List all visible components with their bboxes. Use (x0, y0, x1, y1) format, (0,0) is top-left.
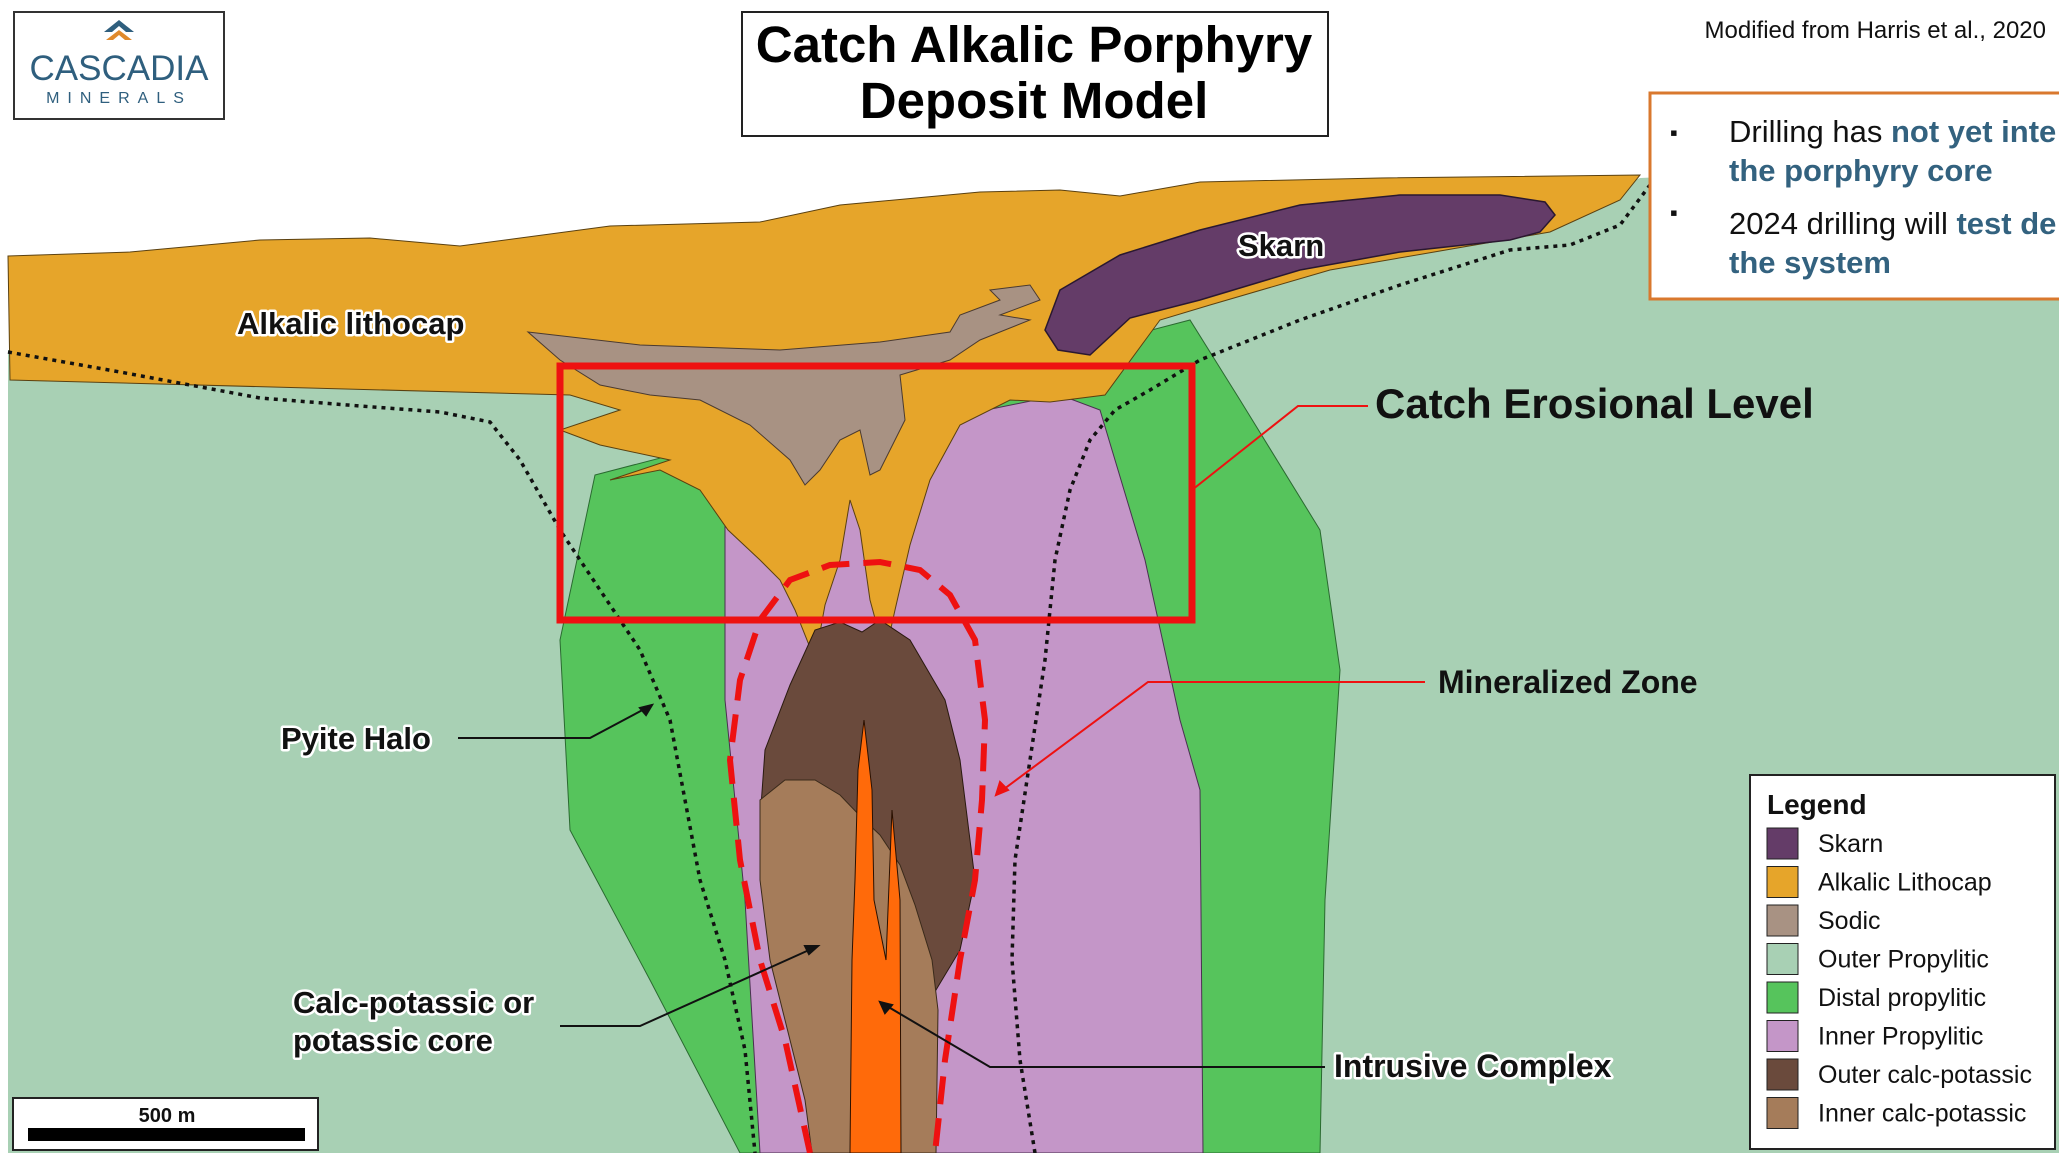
mineralized-zone-label: Mineralized Zone (1438, 664, 1698, 700)
bullet-1-line2: the porphyry core (1729, 153, 1993, 188)
bullet-2-line1: 2024 drilling will test de (1729, 206, 2056, 241)
skarn-label: Skarn (1238, 228, 1324, 263)
alkalic-lithocap-label: Alkalic lithocap (237, 306, 464, 341)
erosional-level-label: Catch Erosional Level (1375, 380, 1814, 427)
bullet-2-marker: ▪ (1670, 200, 1678, 225)
bullet-2-line2: the system (1729, 245, 1891, 280)
legend-swatch (1767, 867, 1798, 898)
legend-swatch (1767, 905, 1798, 936)
bullet-2-em: test de (1956, 206, 2056, 241)
legend-label: Skarn (1818, 830, 1883, 858)
legend-label: Outer calc-potassic (1818, 1061, 2032, 1089)
logo-name: CASCADIA (30, 49, 210, 88)
bullet-1-plain: Drilling has (1729, 114, 1891, 149)
legend-label: Inner calc-potassic (1818, 1100, 2026, 1128)
core-label-line2: potassic core (293, 1023, 493, 1058)
legend-label: Distal propylitic (1818, 984, 1986, 1012)
legend-label: Inner Propylitic (1818, 1023, 1983, 1051)
legend-swatch (1767, 1059, 1798, 1090)
logo-sub: MINERALS (46, 90, 192, 107)
legend-title: Legend (1767, 789, 1867, 820)
legend-swatch (1767, 1021, 1798, 1052)
bullet-1-line1: Drilling has not yet inte (1729, 114, 2056, 149)
page-title-line2: Deposit Model (860, 72, 1209, 129)
scale-bar-label: 500 m (139, 1105, 196, 1127)
legend-swatch (1767, 828, 1798, 859)
scale-bar (28, 1128, 305, 1141)
bullet-1-marker: ▪ (1670, 120, 1678, 145)
legend-swatch (1767, 944, 1798, 975)
legend-label: Sodic (1818, 907, 1881, 935)
page-title-line1: Catch Alkalic Porphyry (756, 16, 1313, 73)
legend-swatch (1767, 1098, 1798, 1129)
core-label-line1: Calc-potassic or (293, 985, 534, 1020)
legend-label: Outer Propylitic (1818, 946, 1989, 974)
legend-label: Alkalic Lithocap (1818, 869, 1992, 897)
legend-swatch (1767, 982, 1798, 1013)
bullet-2-plain: 2024 drilling will (1729, 206, 1956, 241)
intrusive-complex-label: Intrusive Complex (1334, 1048, 1612, 1084)
bullet-1-em: not yet inte (1891, 114, 2056, 149)
pyrite-halo-label: Pyite Halo (281, 721, 431, 756)
source-note: Modified from Harris et al., 2020 (1705, 17, 2046, 44)
